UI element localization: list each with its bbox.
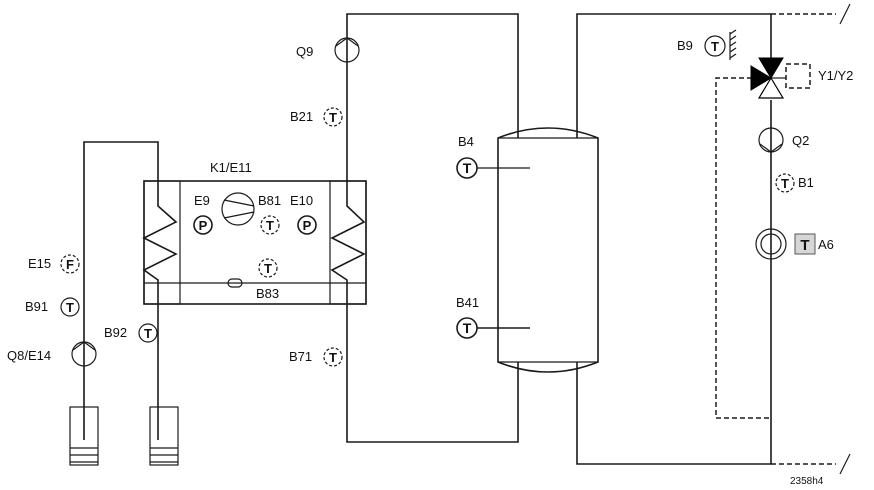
- temperature-sensor-b1-icon: T: [775, 173, 795, 193]
- temperature-sensor-b91-icon: T: [60, 297, 80, 317]
- svg-text:T: T: [266, 218, 274, 233]
- temperature-sensor-b83-icon: T: [258, 258, 278, 278]
- temperature-sensor-b21-icon: T: [323, 107, 343, 127]
- label-q9: Q9: [296, 44, 313, 59]
- svg-text:T: T: [66, 300, 74, 315]
- svg-text:T: T: [800, 237, 809, 254]
- label-e10: E10: [290, 193, 313, 208]
- label-b1: B1: [798, 175, 814, 190]
- label-b81: B81: [258, 193, 281, 208]
- compressor-icon: [221, 192, 255, 226]
- temperature-sensor-b41-icon: T: [456, 317, 530, 339]
- label-b91: B91: [25, 299, 48, 314]
- label-a6: A6: [818, 237, 834, 252]
- label-b92: B92: [104, 325, 127, 340]
- expansion-valve-icon: [227, 278, 243, 288]
- temperature-sensor-b71-icon: T: [323, 347, 343, 367]
- ground-probe-left-icon: [69, 406, 99, 466]
- label-b71: B71: [289, 349, 312, 364]
- temperature-sensor-b81-icon: T: [260, 215, 280, 235]
- label-e9: E9: [194, 193, 210, 208]
- label-b41: B41: [456, 295, 479, 310]
- label-b21: B21: [290, 109, 313, 124]
- pump-q2-icon: [758, 127, 784, 153]
- svg-text:T: T: [144, 326, 152, 341]
- outdoor-sensor-b9-icon: T: [704, 29, 737, 60]
- room-unit-a6-icon: T: [755, 228, 816, 260]
- consumer-loop-pipes: [576, 3, 851, 475]
- figure-id: 2358h4: [790, 476, 824, 487]
- svg-text:T: T: [463, 160, 472, 176]
- temperature-sensor-b4-icon: T: [456, 157, 530, 179]
- evaporator-coil: [142, 180, 181, 305]
- svg-text:F: F: [66, 257, 74, 272]
- svg-text:T: T: [329, 110, 337, 125]
- pump-q8-e14-icon: [71, 341, 97, 367]
- temperature-sensor-b92-icon: T: [138, 323, 158, 343]
- svg-text:T: T: [781, 176, 789, 191]
- label-q2: Q2: [792, 133, 809, 148]
- storage-tank: [497, 127, 599, 373]
- condenser-loop-pipes: [346, 13, 519, 443]
- source-loop-pipes: [83, 141, 159, 440]
- svg-text:P: P: [303, 218, 312, 233]
- label-y1-y2: Y1/Y2: [818, 68, 853, 83]
- flow-switch-e15-icon: F: [60, 254, 80, 274]
- svg-text:P: P: [199, 218, 208, 233]
- label-b4: B4: [458, 134, 474, 149]
- label-e15: E15: [28, 256, 51, 271]
- condenser-coil: [329, 180, 367, 305]
- mixing-valve-y1-y2-icon: [750, 57, 811, 99]
- label-q8-e14: Q8/E14: [7, 348, 51, 363]
- ground-probe-right-icon: [149, 406, 179, 466]
- heat-pump-unit: K1/E11 E9 B81 E10 B83 P T P T: [142, 160, 367, 305]
- pressure-sensor-e10-icon: P: [297, 215, 317, 235]
- pressure-sensor-e9-icon: P: [193, 215, 213, 235]
- svg-text:T: T: [264, 261, 272, 276]
- svg-text:T: T: [463, 320, 472, 336]
- label-b9: B9: [677, 38, 693, 53]
- label-k1-e11: K1/E11: [210, 160, 252, 175]
- svg-text:T: T: [711, 39, 719, 54]
- pump-q9-icon: [334, 37, 360, 63]
- label-b83: B83: [256, 286, 279, 301]
- svg-text:T: T: [329, 350, 337, 365]
